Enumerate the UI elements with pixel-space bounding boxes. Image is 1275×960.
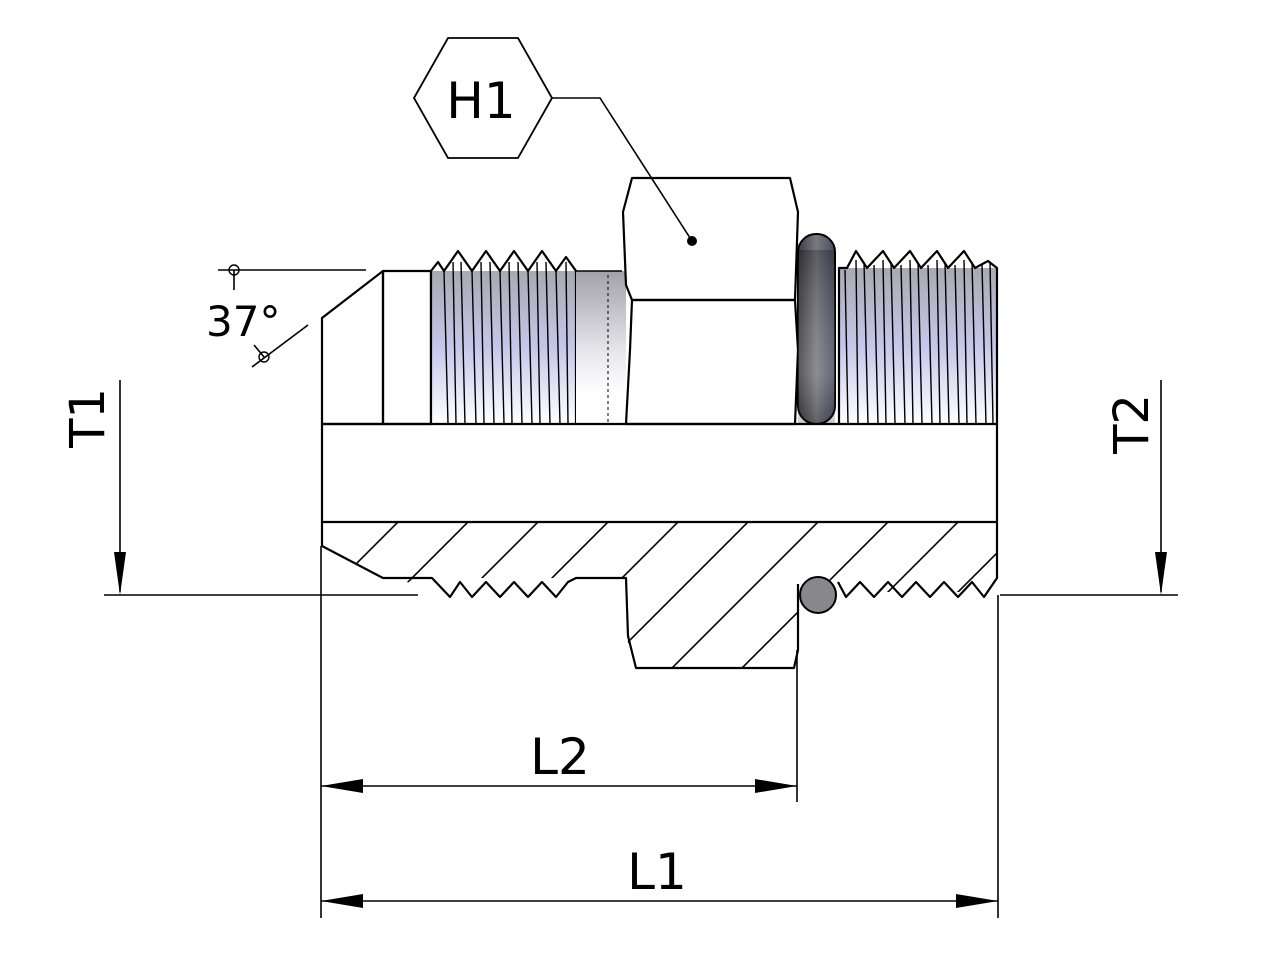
leader-dot xyxy=(687,236,697,246)
hex-body xyxy=(621,176,800,426)
thread-t2-external xyxy=(837,249,999,425)
o-ring-section xyxy=(799,576,837,614)
length-l2-label: L2 xyxy=(530,728,590,786)
fitting-external-view xyxy=(320,176,999,426)
section-outline xyxy=(320,522,800,670)
thread-t1-dimension: T1 xyxy=(60,380,418,596)
hex-size-label: H1 xyxy=(446,72,515,130)
length-l1-label: L1 xyxy=(627,843,687,901)
thread-t2-dimension: T2 xyxy=(1000,380,1178,596)
length-l1-dimension: L1 xyxy=(321,843,998,908)
flare-angle-label: 37° xyxy=(206,297,280,346)
bore xyxy=(320,422,999,524)
shank-relief xyxy=(576,271,626,424)
o-ring xyxy=(797,233,836,425)
hex-callout: H1 xyxy=(412,37,697,246)
shank-left xyxy=(381,269,433,426)
thread-t2-label: T2 xyxy=(1104,394,1160,455)
length-l2-dimension: L2 xyxy=(321,728,797,793)
thread-t1-external xyxy=(429,249,578,425)
flare-nose xyxy=(320,269,385,426)
flare-angle-dimension: 37° xyxy=(206,264,366,368)
thread-t1-label: T1 xyxy=(60,388,116,449)
